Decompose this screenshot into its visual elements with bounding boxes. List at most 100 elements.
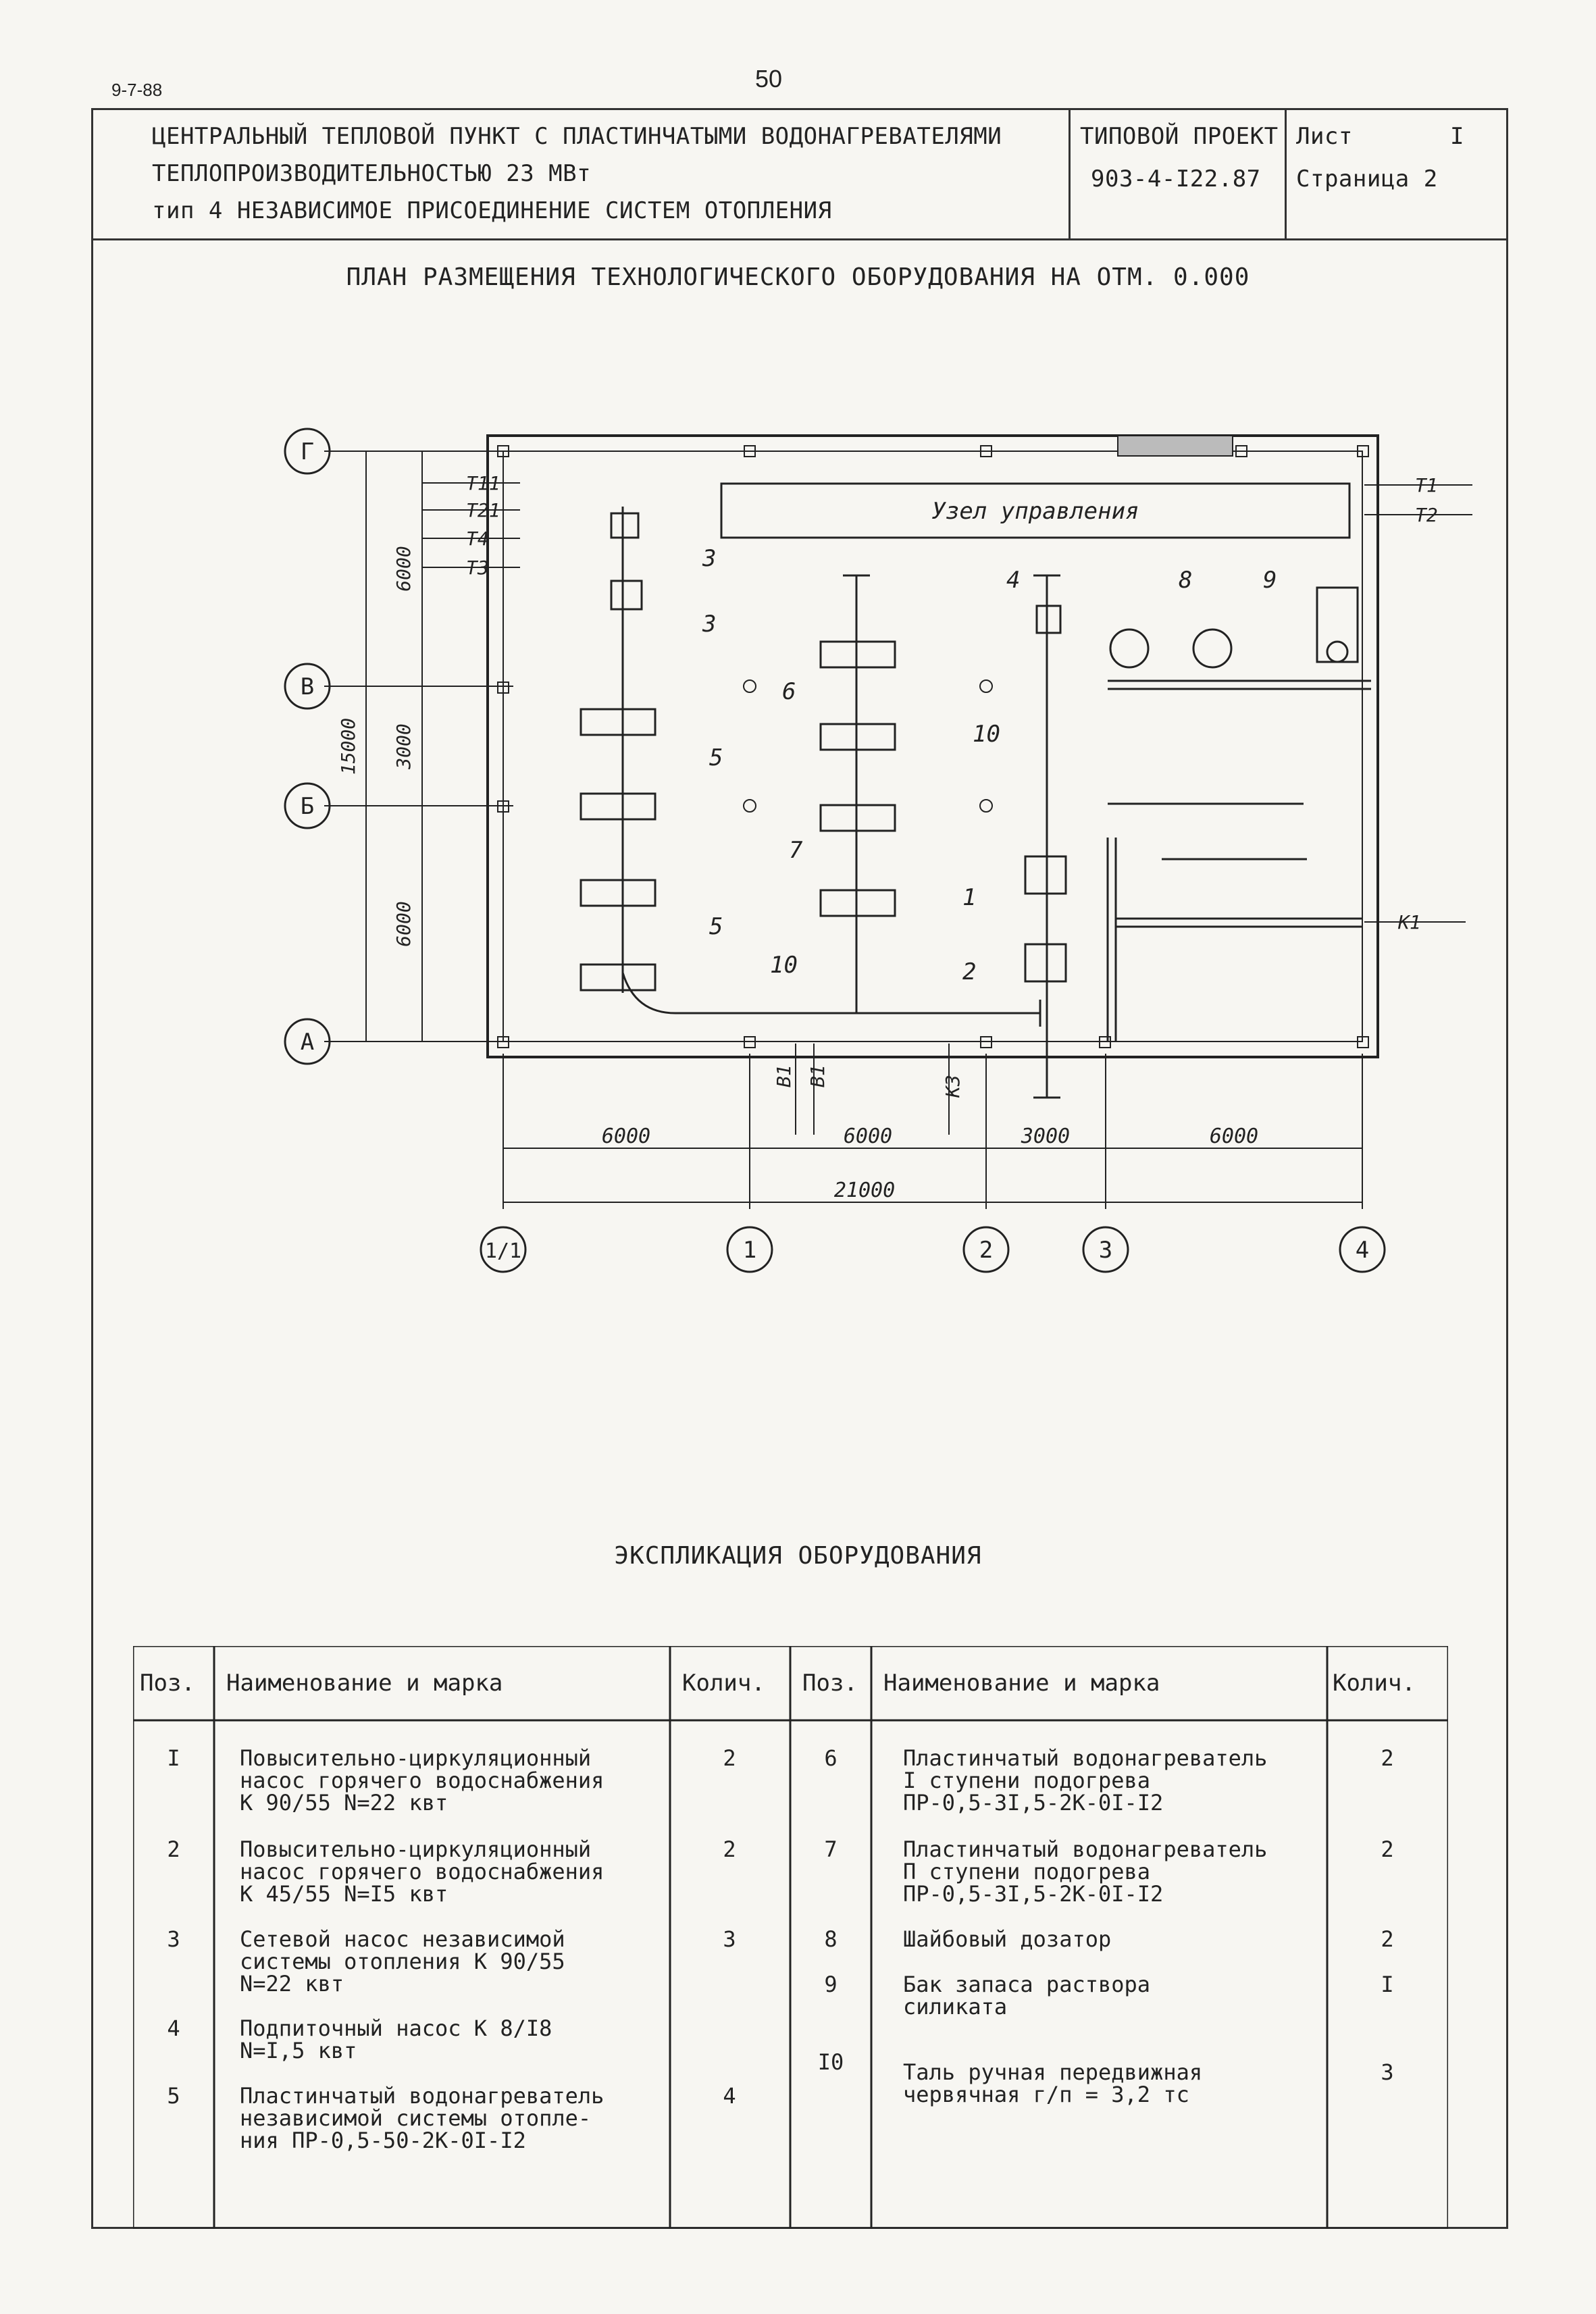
callout-5b: 5 <box>709 913 723 940</box>
left-row-3-pos: 3 <box>167 1926 180 1952</box>
pipe-label-k1: K1 <box>1397 911 1421 933</box>
callout-10b: 10 <box>770 952 798 979</box>
callout-8: 8 <box>1179 567 1192 594</box>
heater-7b <box>819 889 896 917</box>
left-row-1-pos: I <box>167 1745 180 1771</box>
pipe-label-t2: T2 <box>1415 504 1438 526</box>
sheet-value: I <box>1450 123 1464 150</box>
page-number: 50 <box>755 65 783 93</box>
callout-5a: 5 <box>709 744 723 771</box>
axis-marker-2 <box>962 1226 1010 1273</box>
right-row-1-name: Пластинчатый водонагреватель I ступени п… <box>903 1745 1268 1816</box>
sheet-cell: Лист I Страница 2 <box>1287 108 1508 240</box>
explication-title: ЭКСПЛИКАЦИЯ ОБОРУДОВАНИЯ <box>614 1542 982 1570</box>
axis-marker-3 <box>1082 1226 1129 1273</box>
right-row-2-pos: 7 <box>824 1836 838 1862</box>
left-row-5-name: Пластинчатый водонагреватель независимой… <box>240 2083 604 2153</box>
left-row-3-name: Сетевой насос независимой системы отопле… <box>240 1926 565 1997</box>
left-row-4-pos: 4 <box>167 2015 180 2041</box>
right-row-2-qty: 2 <box>1381 1836 1394 1862</box>
title-cell: ЦЕНТРАЛЬНЫЙ ТЕПЛОВОЙ ПУНКТ С ПЛАСТИНЧАТЫ… <box>91 108 1071 240</box>
pump-1 <box>1024 855 1067 895</box>
axis-marker-v <box>284 663 331 710</box>
floor-plan: Узел управления Г В Б А 1/1 1 2 3 4 6000… <box>284 428 1472 1273</box>
callout-4: 4 <box>1006 567 1020 594</box>
heater-5d <box>580 963 657 992</box>
header-name-right: Наименование и марка <box>883 1670 1160 1697</box>
callout-3b: 3 <box>702 611 716 638</box>
axis-label-1: 1 <box>743 1237 756 1264</box>
sheet-code: 9-7-88 <box>111 80 163 100</box>
callout-3a: 3 <box>702 545 716 572</box>
axis-label-1-1: 1/1 <box>485 1239 521 1263</box>
right-row-1-pos: 6 <box>824 1745 838 1771</box>
pipe-label-t3: T3 <box>466 557 489 579</box>
pump-3b <box>610 580 643 611</box>
project-code: 903-4-I22.87 <box>1091 165 1261 192</box>
axis-marker-b <box>284 782 331 829</box>
right-row-5-name: Таль ручная передвижная червячная г/п = … <box>903 2059 1203 2107</box>
pipe-label-b1-b: B1 <box>806 1064 829 1087</box>
left-row-2-qty: 2 <box>723 1836 736 1862</box>
page-label: Страница 2 <box>1296 165 1438 192</box>
callout-7: 7 <box>789 837 803 864</box>
project-label: ТИПОВОЙ ПРОЕКТ <box>1080 123 1279 150</box>
explication-table: Поз. Наименование и марка Колич. Поз. На… <box>133 1646 1448 2229</box>
pipe-label-t1: T1 <box>1415 474 1438 496</box>
dim-h-3000: 3000 <box>1021 1125 1070 1148</box>
heater-6a <box>819 640 896 669</box>
callout-9: 9 <box>1263 567 1277 594</box>
callout-6: 6 <box>782 678 796 705</box>
pump-4 <box>1035 605 1062 634</box>
heater-7a <box>819 804 896 832</box>
axis-label-v: В <box>301 673 314 700</box>
axis-marker-4 <box>1339 1226 1386 1273</box>
axis-label-2: 2 <box>979 1237 993 1264</box>
callout-1: 1 <box>962 884 976 911</box>
left-row-2-pos: 2 <box>167 1836 180 1862</box>
pump-3a <box>610 512 640 539</box>
control-unit-label: Узел управления <box>931 498 1139 525</box>
left-row-3-qty: 3 <box>723 1926 736 1952</box>
pipe-label-k3: K3 <box>942 1075 964 1098</box>
right-row-3-qty: 2 <box>1381 1926 1394 1952</box>
title-line-1: ЦЕНТРАЛЬНЫЙ ТЕПЛОВОЙ ПУНКТ С ПЛАСТИНЧАТЫ… <box>152 123 1002 150</box>
left-row-2-name: Повысительно-циркуляционный насос горяче… <box>240 1836 604 1907</box>
right-row-3-pos: 8 <box>824 1926 838 1952</box>
right-row-4-qty: I <box>1381 1972 1394 1997</box>
heater-5b <box>580 792 657 821</box>
right-row-4-pos: 9 <box>824 1972 838 1997</box>
hatched-wall <box>1117 435 1233 457</box>
right-row-1-qty: 2 <box>1381 1745 1394 1771</box>
heater-5c <box>580 879 657 907</box>
heater-6b <box>819 723 896 751</box>
axis-label-a: А <box>301 1029 314 1056</box>
axis-marker-1 <box>726 1226 773 1273</box>
building-inner-outline <box>503 451 1363 1042</box>
axis-label-g: Г <box>301 438 314 465</box>
right-row-4-name: Бак запаса раствора силиката <box>903 1972 1151 2020</box>
heater-5a <box>580 708 657 736</box>
dim-v-6000-bottom: 6000 <box>392 901 415 946</box>
axis-marker-g <box>284 428 331 475</box>
dim-v-3000: 3000 <box>392 723 415 769</box>
left-row-1-name: Повысительно-циркуляционный насос горяче… <box>240 1745 604 1816</box>
tank-9 <box>1316 586 1359 663</box>
doser-8b <box>1192 628 1233 669</box>
doser-8a <box>1109 628 1150 669</box>
dim-h-6000-b: 6000 <box>844 1125 892 1148</box>
left-row-5-qty: 4 <box>723 2083 736 2109</box>
dim-h-6000-a: 6000 <box>602 1125 650 1148</box>
header-pos-left: Поз. <box>140 1670 195 1697</box>
plan-title: ПЛАН РАЗМЕЩЕНИЯ ТЕХНОЛОГИЧЕСКОГО ОБОРУДО… <box>346 263 1250 291</box>
right-row-5-pos: I0 <box>817 2049 844 2075</box>
sheet-label: Лист <box>1296 123 1353 150</box>
pipe-label-b1-a: B1 <box>773 1064 795 1087</box>
axis-marker-a <box>284 1018 331 1065</box>
table-grid <box>133 1646 1448 2229</box>
title-line-2: ТЕПЛОПРОИЗВОДИТЕЛЬНОСТЬЮ 23 МВт <box>152 160 592 187</box>
pump-2 <box>1024 943 1067 983</box>
callout-2: 2 <box>962 958 976 985</box>
axis-label-4: 4 <box>1356 1237 1369 1264</box>
control-unit-box <box>720 482 1351 539</box>
